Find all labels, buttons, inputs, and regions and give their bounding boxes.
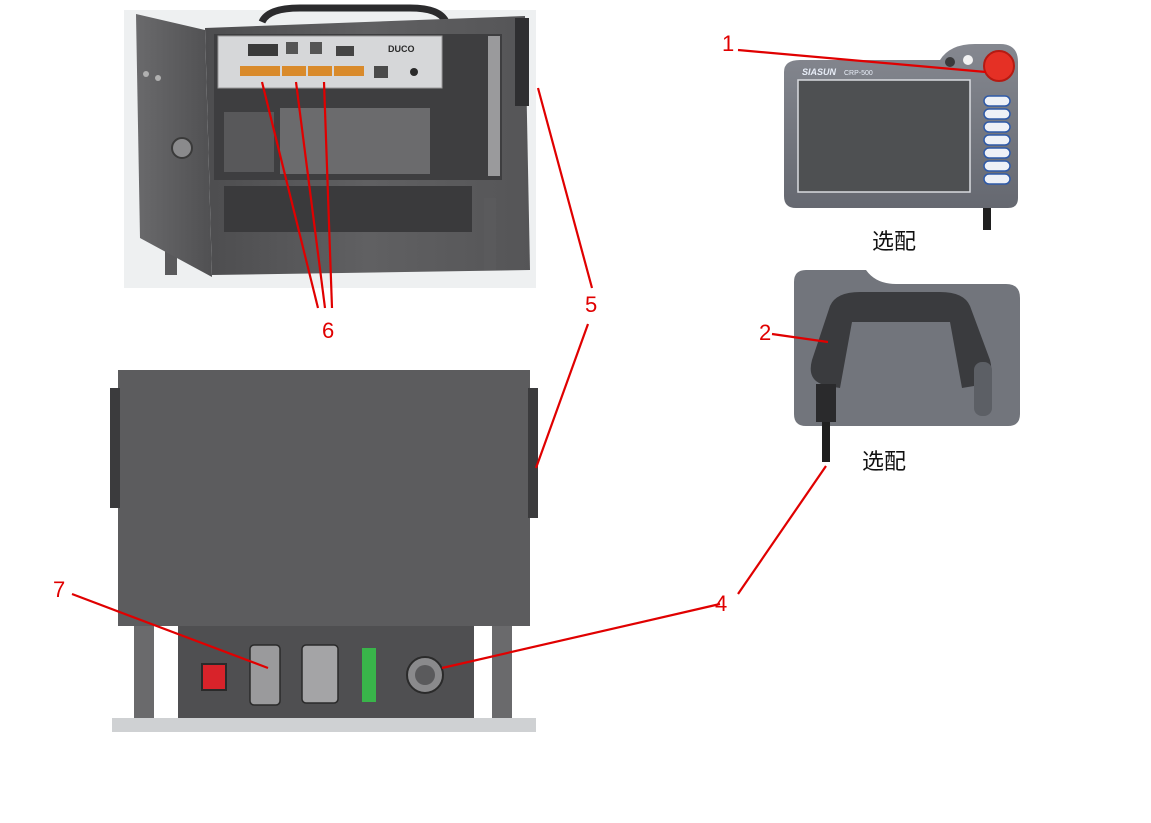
- vent-right: [528, 388, 538, 518]
- pendant-screen: [797, 79, 971, 193]
- leader-line-6c: [322, 81, 334, 309]
- leader-line-4b: [441, 602, 721, 670]
- pendant-back-grip: [810, 292, 992, 388]
- callout-1: 1: [722, 31, 735, 56]
- closed-cabinet: [110, 370, 538, 732]
- callout-5: 5: [585, 292, 598, 317]
- vent-left: [110, 388, 120, 508]
- heavy-duty-connector: [301, 644, 339, 704]
- green-terminal-strip: [362, 648, 376, 702]
- door-lock: [171, 137, 193, 159]
- pendant-button-row: [983, 108, 1011, 120]
- closed-cabinet-foot: [112, 718, 536, 732]
- terminal-block-2: [282, 66, 306, 76]
- closed-cabinet-leg-left: [134, 626, 154, 732]
- callout-6: 6: [322, 318, 335, 343]
- leader-line-5a: [536, 87, 594, 289]
- leader-line-7: [71, 592, 269, 670]
- callout-7: 7: [53, 577, 66, 602]
- pendant-model: CRP-500: [844, 70, 873, 77]
- board-brand: DUCO: [388, 44, 415, 54]
- terminal-block-1: [240, 66, 280, 76]
- leader-line-4a: [737, 465, 827, 595]
- pendant-button-row: [983, 160, 1011, 172]
- board-led: [410, 68, 418, 76]
- ethernet-port: [374, 66, 388, 78]
- pendant-port-inner: [415, 665, 435, 685]
- door-screw-2: [155, 75, 161, 81]
- leader-line-5b: [534, 323, 590, 469]
- caption-pendant-back: 选配: [862, 450, 907, 475]
- teach-pendant-front: SIASUN CRP-500: [784, 44, 1018, 230]
- pendant-button-row: [983, 95, 1011, 107]
- pendant-button-row: [983, 121, 1011, 133]
- terminal-block-3: [308, 66, 332, 76]
- carry-handle: [258, 4, 450, 24]
- terminal-block-4: [334, 66, 364, 76]
- caption-pendant-front: 选配: [872, 230, 917, 255]
- pendant-key-switch: [963, 55, 973, 65]
- closed-cabinet-top-panel: [118, 370, 530, 626]
- callout-4: 4: [715, 591, 728, 616]
- side-vent: [515, 18, 529, 106]
- pendant-button-row: [983, 147, 1011, 159]
- power-switch: [201, 663, 227, 691]
- open-cabinet: DUCO: [124, 4, 536, 288]
- leader-line-1: [737, 48, 987, 74]
- side-rail: [488, 36, 500, 176]
- connector-7: [249, 644, 281, 706]
- pendant-back-cable: [822, 422, 830, 462]
- teach-pendant-back: [794, 270, 1020, 462]
- callout-lines: [71, 48, 987, 670]
- emergency-stop-button: [983, 50, 1015, 82]
- pendant-back-cable-socket: [816, 384, 836, 422]
- pendant-indicator: [945, 57, 955, 67]
- door-screw-1: [143, 71, 149, 77]
- leader-line-6b: [294, 81, 327, 309]
- power-module: [280, 108, 430, 174]
- pendant-button-row: [983, 134, 1011, 146]
- lower-compartment: [224, 186, 472, 232]
- leader-line-6a: [260, 81, 320, 309]
- power-module-left: [224, 112, 274, 172]
- leader-line-2: [771, 332, 829, 344]
- pendant-button-row: [983, 173, 1011, 185]
- pendant-brand: SIASUN: [802, 67, 837, 77]
- control-board: DUCO: [217, 35, 443, 89]
- closed-cabinet-leg-right: [492, 626, 512, 732]
- pendant-back-slot: [974, 362, 992, 416]
- pendant-side-buttons: [983, 95, 1011, 185]
- pendant-front-cable: [983, 208, 991, 230]
- callout-2: 2: [759, 320, 772, 345]
- open-cabinet-leg-right: [484, 198, 496, 270]
